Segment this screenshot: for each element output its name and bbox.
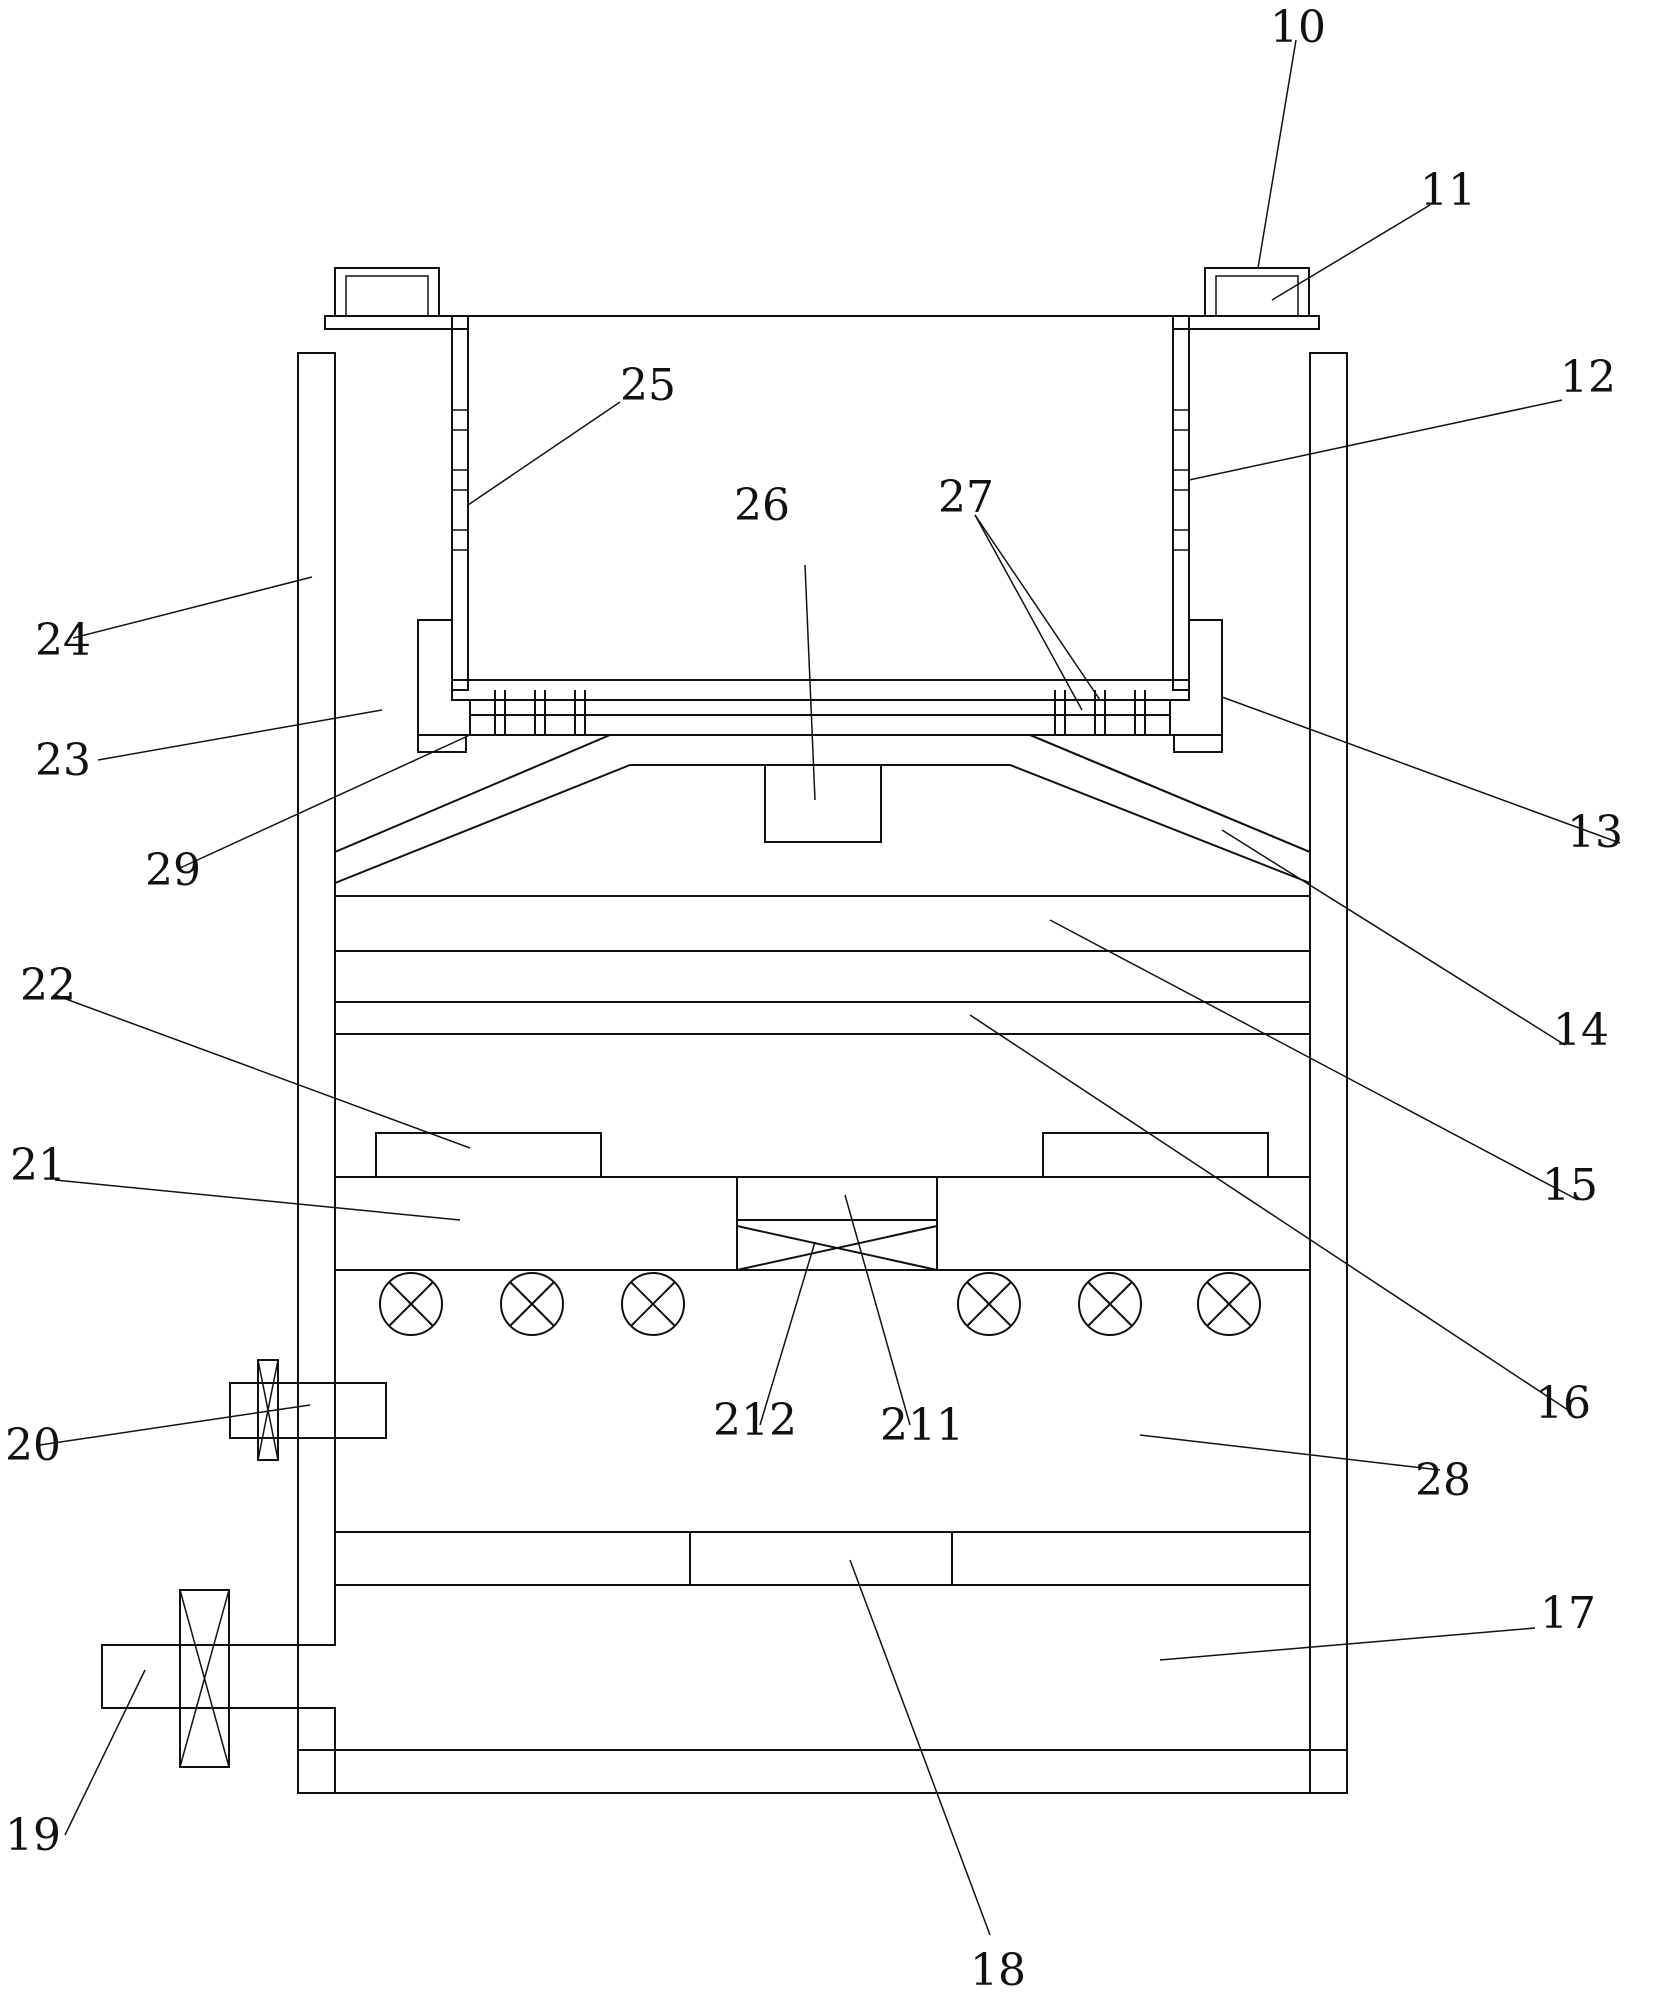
label-211: 211 — [880, 1400, 964, 1451]
label-14: 14 — [1553, 1005, 1609, 1056]
label-22: 22 — [20, 960, 76, 1011]
leader-lines — [39, 39, 1621, 1936]
filter-layer-16 — [334, 1001, 1311, 1035]
label-12: 12 — [1560, 352, 1616, 403]
label-28: 28 — [1415, 1455, 1471, 1506]
label-19: 19 — [5, 1810, 61, 1861]
support-bracket — [417, 619, 1223, 753]
guide-plate — [334, 734, 1311, 884]
label-23: 23 — [35, 735, 91, 786]
lower-filter — [335, 1531, 1310, 1586]
label-25: 25 — [620, 360, 676, 411]
handle-right — [1204, 267, 1310, 317]
label-16: 16 — [1535, 1378, 1591, 1429]
heating-tubes — [379, 1272, 1261, 1336]
label-20: 20 — [5, 1420, 61, 1471]
label-15: 15 — [1542, 1160, 1598, 1211]
top-flanges — [324, 315, 1320, 330]
labels: 10 11 12 13 14 15 16 17 18 19 20 21 22 2… — [5, 2, 1623, 1996]
inner-basket — [451, 315, 1190, 701]
label-13: 13 — [1567, 807, 1623, 858]
outer-housing — [297, 352, 1348, 1794]
valve-20 — [229, 1359, 387, 1461]
label-212: 212 — [713, 1395, 797, 1446]
label-27: 27 — [938, 472, 994, 523]
label-21: 21 — [10, 1140, 66, 1191]
label-11: 11 — [1420, 165, 1476, 216]
motor-block — [764, 764, 882, 843]
filter-layer-15 — [334, 895, 1311, 952]
label-26: 26 — [734, 480, 790, 531]
label-24: 24 — [35, 615, 91, 666]
label-18: 18 — [970, 1945, 1026, 1996]
handle-left — [334, 267, 440, 317]
label-10: 10 — [1270, 2, 1326, 53]
label-29: 29 — [145, 845, 201, 896]
label-17: 17 — [1540, 1588, 1596, 1639]
drain-valve-19 — [101, 1589, 299, 1768]
partition-21 — [335, 1132, 1310, 1271]
